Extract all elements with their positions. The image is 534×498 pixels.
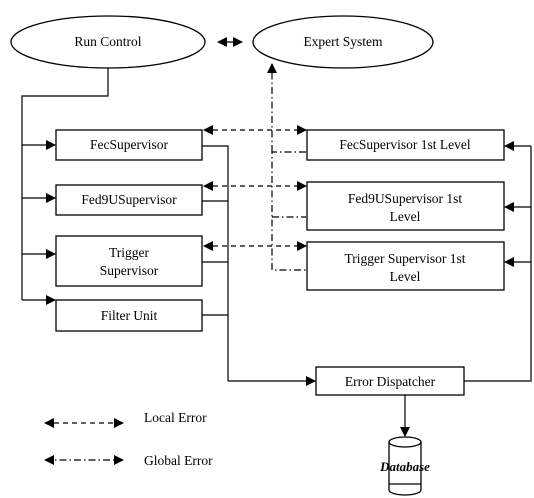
run-control-node: Run Control xyxy=(10,15,206,69)
global-error-path xyxy=(271,151,306,271)
fec-first-level-label: FecSupervisor 1st Level xyxy=(339,137,470,152)
trigger-supervisor-node: Trigger Supervisor xyxy=(55,235,203,287)
legend: Local Error Global Error xyxy=(44,410,213,468)
trigger-first-level-node: Trigger Supervisor 1st Level xyxy=(306,241,505,291)
fed9u-supervisor-node: Fed9USupervisor xyxy=(55,184,203,216)
supervisors-bus xyxy=(202,145,229,381)
run-control-label: Run Control xyxy=(74,34,141,49)
dispatcher-feedback-bus xyxy=(464,146,532,382)
fec-supervisor-label: FecSupervisor xyxy=(90,137,168,152)
error-dispatcher-label: Error Dispatcher xyxy=(345,374,436,389)
legend-local-error-label: Local Error xyxy=(144,410,207,425)
fed9u-first-level-label-line1: Fed9USupervisor 1st xyxy=(348,191,463,206)
connectors xyxy=(21,37,532,437)
expert-system-label: Expert System xyxy=(303,34,383,49)
fec-supervisor-node: FecSupervisor xyxy=(55,129,203,161)
trigger-supervisor-label-line1: Trigger xyxy=(109,245,150,260)
database-icon xyxy=(388,442,422,496)
filter-unit-node: Filter Unit xyxy=(55,299,203,332)
trigger-first-level-label-line1: Trigger Supervisor 1st xyxy=(344,251,465,266)
legend-global-error-label: Global Error xyxy=(144,453,213,468)
error-dispatcher-node: Error Dispatcher xyxy=(315,366,465,396)
filter-unit-label: Filter Unit xyxy=(101,308,158,323)
fed9u-first-level-node: Fed9USupervisor 1st Level xyxy=(306,181,505,231)
trigger-supervisor-label-line2: Supervisor xyxy=(100,263,159,278)
fed9u-first-level-label-line2: Level xyxy=(390,209,421,224)
database-node: Database xyxy=(379,436,430,496)
fed9u-supervisor-label: Fed9USupervisor xyxy=(81,192,177,207)
expert-system-node: Expert System xyxy=(252,15,434,69)
fec-first-level-node: FecSupervisor 1st Level xyxy=(306,129,505,161)
trigger-first-level-label-line2: Level xyxy=(390,269,421,284)
database-label: Database xyxy=(379,459,430,474)
